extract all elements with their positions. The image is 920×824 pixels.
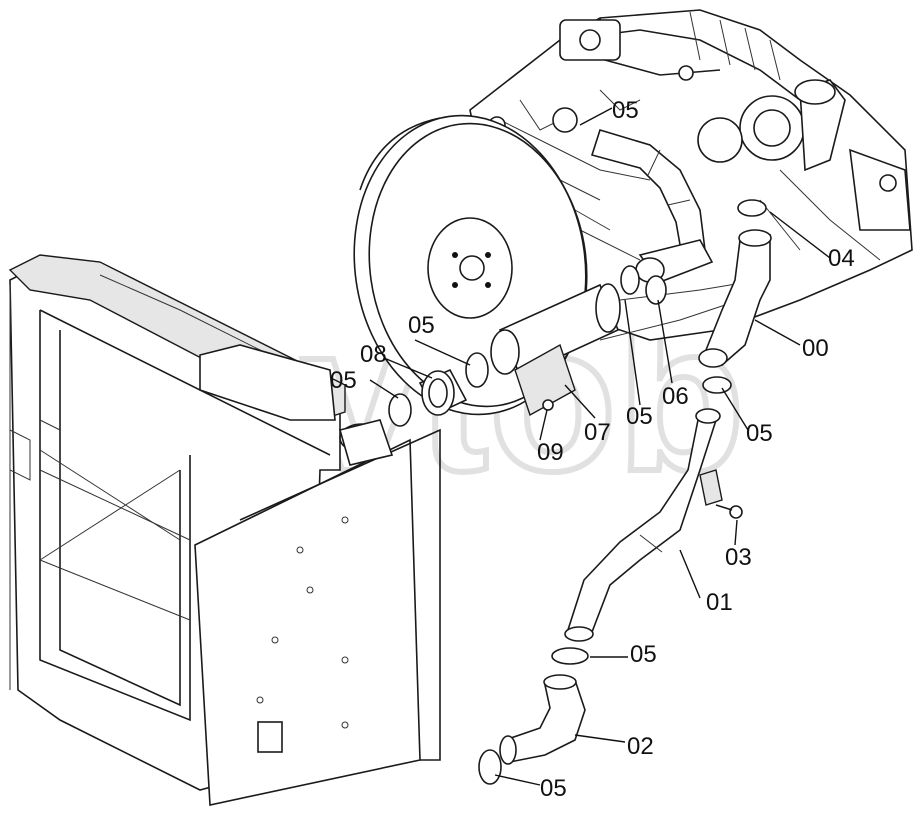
part-06 bbox=[645, 275, 667, 305]
callout-01: 01 bbox=[706, 589, 733, 616]
clamp-05-right bbox=[702, 376, 732, 394]
callouts: 05 04 00 05 08 05 06 05 07 09 05 03 01 0… bbox=[330, 97, 855, 802]
callout-04: 04 bbox=[828, 245, 855, 272]
callout-05-bottom: 05 bbox=[540, 775, 567, 802]
part-07-pipe bbox=[490, 283, 621, 417]
part-09-bolt bbox=[542, 399, 554, 411]
part-01-pipe bbox=[564, 408, 723, 642]
callout-05-left: 05 bbox=[330, 367, 357, 394]
callout-08: 08 bbox=[360, 341, 387, 368]
callout-09: 09 bbox=[537, 439, 564, 466]
callout-06: 06 bbox=[662, 383, 689, 410]
clamp-05-mid bbox=[551, 647, 589, 665]
callout-07: 07 bbox=[584, 419, 611, 446]
callout-03: 03 bbox=[725, 544, 752, 571]
callout-02: 02 bbox=[627, 733, 654, 760]
radiator bbox=[8, 254, 441, 806]
part-00-hose bbox=[698, 199, 772, 368]
callout-05-upper-left: 05 bbox=[408, 312, 435, 339]
callout-05-center: 05 bbox=[626, 403, 653, 430]
callout-00: 00 bbox=[802, 335, 829, 362]
callout-05-right: 05 bbox=[746, 420, 773, 447]
callout-05-top: 05 bbox=[612, 97, 639, 124]
clamp-05-bottom bbox=[478, 749, 502, 785]
part-08-hose bbox=[418, 368, 468, 416]
part-02-hose bbox=[499, 674, 586, 765]
leader-lines bbox=[369, 107, 831, 786]
part-03-bolt bbox=[715, 504, 743, 519]
callout-05-lower: 05 bbox=[630, 641, 657, 668]
clamps-upper bbox=[388, 265, 640, 427]
